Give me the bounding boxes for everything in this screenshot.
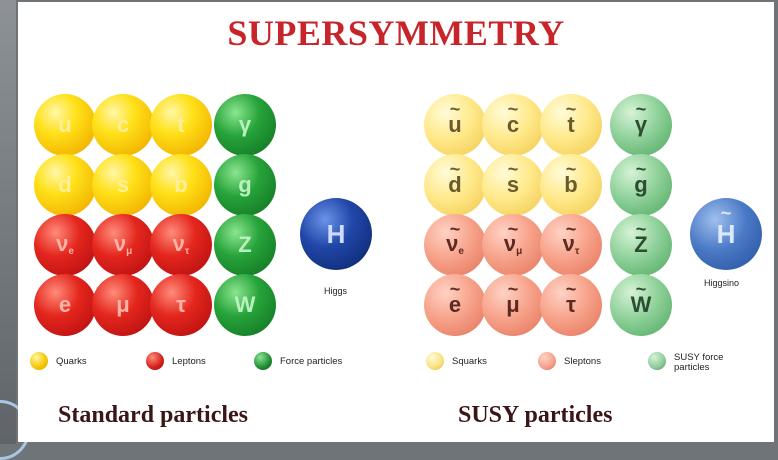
force-photon: γ	[214, 94, 276, 156]
legend-quarks-label: Quarks	[56, 356, 87, 367]
lepton-nu-e: νe	[34, 214, 96, 276]
higgsino: ~H	[690, 198, 762, 270]
quark-c: c	[92, 94, 154, 156]
standard-caption: Standard particles	[58, 402, 249, 428]
quark-u: u	[34, 94, 96, 156]
legend-sleptons-dot	[538, 352, 556, 370]
quark-s: s	[92, 154, 154, 216]
legend-leptons-dot	[146, 352, 164, 370]
squark-s: ~s	[482, 154, 544, 216]
smuon: ~μ	[482, 274, 544, 336]
sneutrino-mu: ~νμ	[482, 214, 544, 276]
stau: ~τ	[540, 274, 602, 336]
force-w: W	[214, 274, 276, 336]
legend-leptons-label: Leptons	[172, 356, 206, 367]
legend-sleptons-label: Sleptons	[564, 356, 601, 367]
zino: ~Z	[610, 214, 672, 276]
higgsino-label: Higgsino	[704, 278, 740, 288]
lepton-mu: μ	[92, 274, 154, 336]
squark-c: ~c	[482, 94, 544, 156]
diagram-title: SUPERSYMMETRY	[227, 13, 565, 53]
legend-quarks-dot	[30, 352, 48, 370]
legend-susy-force-dot	[648, 352, 666, 370]
legend-squarks-label: Squarks	[452, 356, 487, 367]
gluino: ~g	[610, 154, 672, 216]
squark-t: ~t	[540, 94, 602, 156]
photino: ~γ	[610, 94, 672, 156]
squark-u: ~u	[424, 94, 486, 156]
diagram-panel: SUPERSYMMETRY u c t γ d s b g νe νμ ντ Z…	[18, 2, 774, 442]
legend-susy-force-label: SUSY force particles	[674, 352, 724, 373]
squark-d: ~d	[424, 154, 486, 216]
sneutrino-tau: ~ντ	[540, 214, 602, 276]
higgs-label: Higgs	[324, 286, 348, 296]
lepton-tau: τ	[150, 274, 212, 336]
quark-d: d	[34, 154, 96, 216]
sneutrino-e: ~νe	[424, 214, 486, 276]
lepton-e: e	[34, 274, 96, 336]
window-frame-left	[0, 0, 16, 444]
legend-squarks-dot	[426, 352, 444, 370]
higgs-boson: H	[300, 198, 372, 270]
lepton-nu-tau: ντ	[150, 214, 212, 276]
quark-b: b	[150, 154, 212, 216]
wino: ~W	[610, 274, 672, 336]
squark-b: ~b	[540, 154, 602, 216]
quark-t: t	[150, 94, 212, 156]
legend-force-label: Force particles	[280, 356, 343, 367]
lepton-nu-mu: νμ	[92, 214, 154, 276]
susy-caption: SUSY particles	[458, 402, 613, 428]
force-gluon: g	[214, 154, 276, 216]
selectron: ~e	[424, 274, 486, 336]
legend-force-dot	[254, 352, 272, 370]
force-z: Z	[214, 214, 276, 276]
